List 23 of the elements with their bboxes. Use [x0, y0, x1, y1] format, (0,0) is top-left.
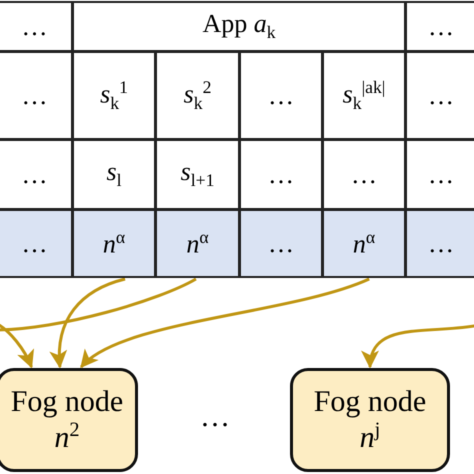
table-cell: … — [239, 51, 323, 140]
ellipsis-text: … — [200, 400, 230, 434]
fog-node-box — [0, 368, 138, 472]
arrow — [80, 278, 370, 368]
table-cell: … — [0, 51, 73, 140]
table-cell: … — [0, 209, 73, 278]
table-cell: n$^{α}$ — [72, 209, 156, 278]
connector-line — [0, 278, 197, 332]
table-cell: n$^{α}$ — [155, 209, 240, 278]
table-cell: App a$_{k}$ — [72, 1, 406, 52]
fog-node-box — [290, 368, 450, 472]
node-label: n$^{j}$ — [360, 419, 380, 456]
node-label: n$^{2}$ — [54, 419, 80, 456]
table-cell: … — [405, 209, 474, 278]
table-cell: n$^{α}$ — [322, 209, 406, 278]
arrow — [50, 278, 126, 368]
table-cell: … — [405, 51, 474, 140]
table-cell: … — [405, 1, 474, 52]
node-title: Fog node — [314, 384, 426, 419]
node-title: Fog node — [10, 384, 124, 419]
table-cell: … — [0, 1, 73, 52]
table-cell: … — [239, 209, 323, 278]
arrow — [362, 324, 474, 368]
